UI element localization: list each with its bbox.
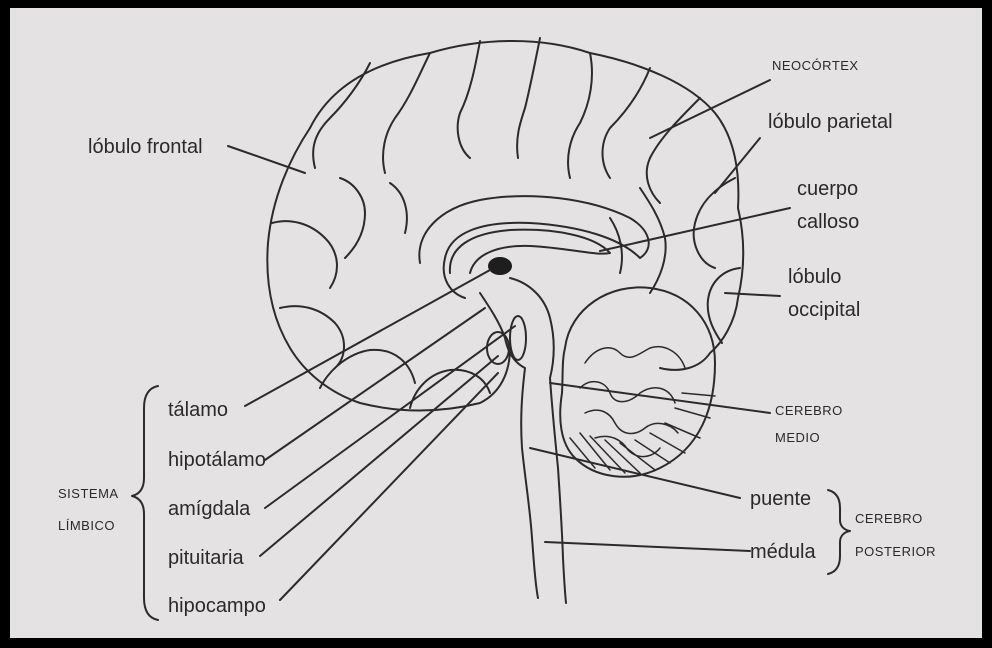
label-cerebro-medio-2: MEDIO bbox=[775, 430, 820, 445]
label-cerebro-post-1: CEREBRO bbox=[855, 511, 923, 526]
label-amigdala: amígdala bbox=[168, 498, 251, 520]
leader-hipotalamo bbox=[265, 308, 485, 460]
label-calloso: calloso bbox=[797, 211, 859, 233]
label-medula: médula bbox=[750, 541, 816, 563]
label-pituitaria: pituitaria bbox=[168, 547, 244, 569]
label-puente: puente bbox=[750, 488, 811, 510]
leader-cerebro-medio bbox=[550, 383, 770, 413]
brain-diagram: NEOCÓRTEX lóbulo parietal lóbulo frontal… bbox=[10, 8, 982, 638]
label-sistema: SISTEMA bbox=[58, 486, 119, 501]
label-hipotalamo: hipotálamo bbox=[168, 449, 266, 471]
label-lobulo-parietal: lóbulo parietal bbox=[768, 111, 893, 133]
limbic-brace bbox=[132, 386, 158, 620]
thalamus-spot bbox=[488, 257, 512, 275]
cerebellum-outline bbox=[560, 287, 715, 476]
corpus-callosum-inner bbox=[450, 230, 610, 273]
label-lobulo-frontal: lóbulo frontal bbox=[88, 136, 203, 158]
posterior-brace bbox=[828, 490, 850, 574]
label-limbico: LÍMBICO bbox=[58, 518, 115, 533]
leader-occipital bbox=[725, 293, 780, 296]
label-lobulo-occ: lóbulo bbox=[788, 266, 841, 288]
label-cerebro-medio-1: CEREBRO bbox=[775, 403, 843, 418]
label-talamo: tálamo bbox=[168, 399, 228, 421]
brainstem-outline bbox=[480, 278, 566, 603]
leader-talamo bbox=[245, 270, 490, 406]
leader-pituitaria bbox=[260, 356, 498, 556]
cerebellum-striations bbox=[570, 393, 715, 473]
label-cuerpo: cuerpo bbox=[797, 178, 858, 200]
leader-hipocampo bbox=[280, 373, 498, 600]
pituitary-gland bbox=[487, 332, 509, 364]
label-hipocampo: hipocampo bbox=[168, 595, 266, 617]
label-occipital: occipital bbox=[788, 299, 860, 321]
leader-frontal bbox=[228, 146, 305, 173]
diagram-frame: NEOCÓRTEX lóbulo parietal lóbulo frontal… bbox=[10, 8, 982, 638]
leader-medula bbox=[545, 542, 750, 551]
amygdala-region bbox=[510, 316, 526, 360]
cerebellum-folia bbox=[580, 347, 685, 457]
label-neocortex: NEOCÓRTEX bbox=[772, 58, 859, 73]
leader-neocortex bbox=[650, 80, 770, 138]
leader-lines bbox=[228, 80, 790, 600]
label-cerebro-post-2: POSTERIOR bbox=[855, 544, 936, 559]
